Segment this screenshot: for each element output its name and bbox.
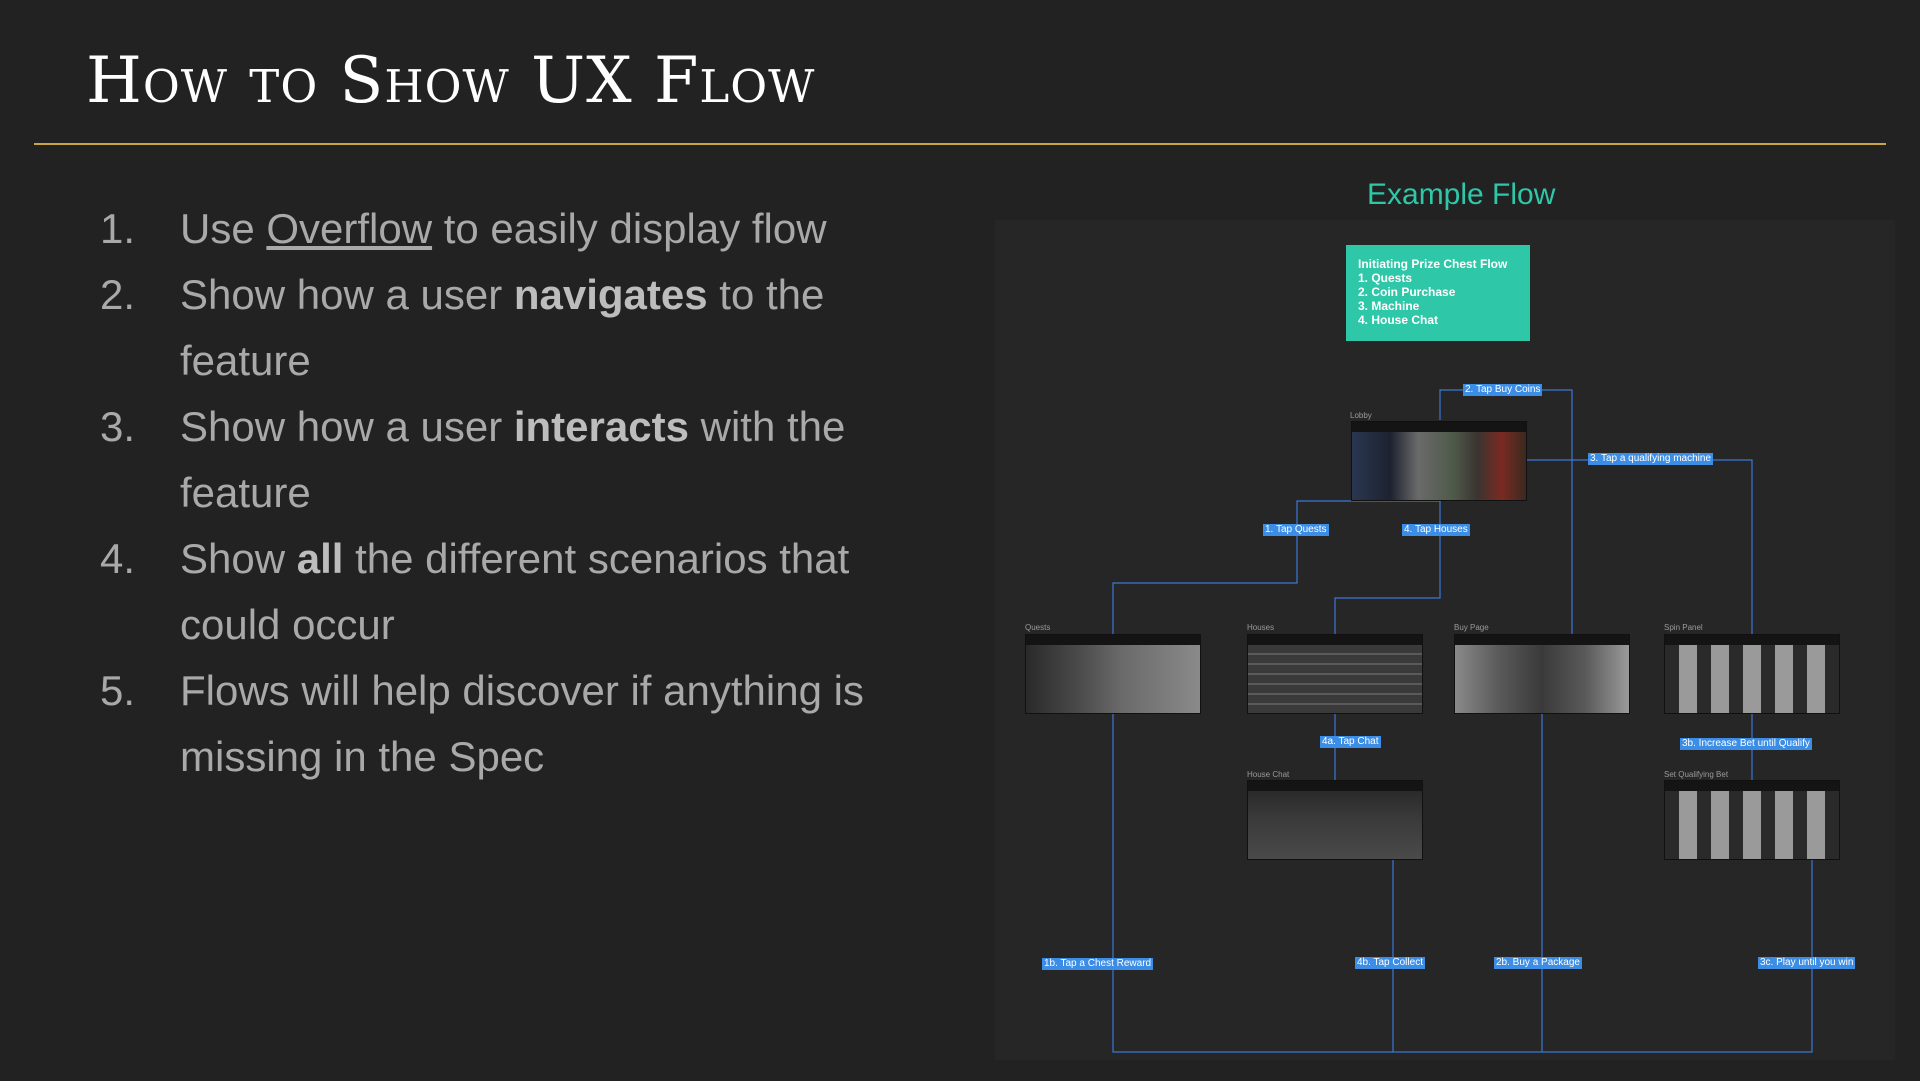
house-chat-screen[interactable] [1247, 780, 1423, 860]
tag-tap-qualifying-machine[interactable]: 3. Tap a qualifying machine [1588, 453, 1714, 465]
buy-page-screen[interactable] [1454, 634, 1630, 714]
tag-buy-package[interactable]: 2b. Buy a Package [1494, 957, 1582, 969]
screen-label: House Chat [1247, 770, 1290, 779]
item-emphasis: all [296, 535, 344, 582]
tag-tap-quests[interactable]: 1. Tap Quests [1263, 524, 1329, 536]
item-emphasis: interacts [513, 403, 689, 450]
screen-label: Buy Page [1454, 623, 1489, 632]
screen-toolbar [1352, 422, 1526, 432]
screen-toolbar [1455, 635, 1629, 645]
item-text: the different scenarios that could occur [180, 535, 850, 648]
tag-tap-collect[interactable]: 4b. Tap Collect [1355, 957, 1425, 969]
flow-title: Example Flow [1367, 178, 1556, 211]
note-line: 2. Coin Purchase [1358, 285, 1456, 299]
note-line: Initiating Prize Chest Flow [1358, 257, 1508, 271]
note-line: 3. Machine [1358, 299, 1420, 313]
tag-tap-houses[interactable]: 4. Tap Houses [1402, 524, 1470, 536]
item-text: to the feature [180, 271, 825, 384]
screen-label: Quests [1025, 623, 1051, 632]
screen-thumbnail [1665, 645, 1839, 713]
item-text: Show how a user [180, 271, 514, 318]
screen-thumbnail [1248, 791, 1422, 859]
screen-thumbnail [1026, 645, 1200, 713]
item-number: 4. [100, 535, 136, 582]
item-number: 2. [100, 271, 136, 318]
item-text: Show how a user [180, 403, 514, 450]
quests-screen[interactable] [1025, 634, 1201, 714]
screen-label: Spin Panel [1664, 623, 1703, 632]
tag-play-until-win[interactable]: 3c. Play until you win [1758, 957, 1856, 969]
item-text: to easily display flow [432, 205, 827, 252]
tag-tap-chest-reward[interactable]: 1b. Tap a Chest Reward [1042, 958, 1154, 970]
item-number: 5. [100, 667, 136, 714]
list-item: 3. Show how a user interacts with the fea… [100, 394, 960, 526]
list-item: 2. Show how a user navigates to the featu… [100, 262, 960, 394]
flow-note: Initiating Prize Chest Flow 1. Quests 2.… [1346, 245, 1530, 341]
screen-toolbar [1665, 781, 1839, 791]
item-text: Use [180, 205, 267, 252]
tag-increase-bet[interactable]: 3b. Increase Bet until Qualify [1680, 738, 1812, 750]
item-text: Show [180, 535, 297, 582]
list-item: 1. Use Overflow to easily display flow [100, 196, 960, 262]
item-number: 1. [100, 205, 136, 252]
title-divider [34, 143, 1886, 145]
slide-title: How to Show UX Flow [86, 44, 816, 118]
item-number: 3. [100, 403, 136, 450]
screen-toolbar [1665, 635, 1839, 645]
screen-thumbnail [1455, 645, 1629, 713]
screen-thumbnail [1665, 791, 1839, 859]
spin-panel-screen[interactable] [1664, 634, 1840, 714]
houses-screen[interactable] [1247, 634, 1423, 714]
tag-tap-chat[interactable]: 4a. Tap Chat [1320, 736, 1381, 748]
list-item: 5. Flows will help discover if anything i… [100, 658, 960, 790]
screen-label: Set Qualifying Bet [1664, 770, 1729, 779]
lobby-screen[interactable] [1351, 421, 1527, 501]
overflow-link[interactable]: Overflow [266, 205, 433, 252]
item-text: Flows will help discover if anything is … [180, 667, 864, 780]
set-qualifying-bet-screen[interactable] [1664, 780, 1840, 860]
list-item: 4. Show all the different scenarios that … [100, 526, 960, 658]
item-emphasis: navigates [513, 271, 708, 318]
screen-thumbnail [1352, 432, 1526, 500]
points-list: 1. Use Overflow to easily display flow 2.… [100, 196, 960, 790]
tag-tap-buy-coins[interactable]: 2. Tap Buy Coins [1463, 384, 1543, 396]
note-line: 4. House Chat [1358, 313, 1439, 327]
screen-toolbar [1248, 781, 1422, 791]
screen-toolbar [1248, 635, 1422, 645]
screen-toolbar [1026, 635, 1200, 645]
note-line: 1. Quests [1358, 271, 1413, 285]
screen-label: Lobby [1350, 411, 1372, 420]
item-text: with the feature [180, 403, 846, 516]
screen-thumbnail [1248, 645, 1422, 713]
screen-label: Houses [1247, 623, 1275, 632]
